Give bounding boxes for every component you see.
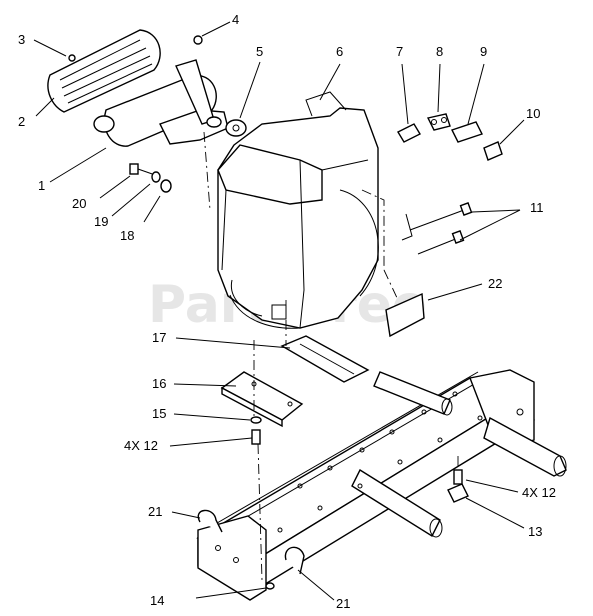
callout-13: 13: [528, 524, 542, 539]
callout-21-lower: 21: [336, 596, 350, 611]
shield: [280, 335, 370, 383]
engine: [217, 91, 379, 329]
callout-2: 2: [18, 114, 25, 129]
engine-bolts: [401, 202, 473, 255]
callout-17: 17: [152, 330, 166, 345]
muffler-guard: [47, 29, 161, 113]
fuel-fittings: [397, 113, 503, 161]
washer-15: [250, 416, 262, 424]
callout-11: 11: [530, 200, 544, 215]
callout-7: 7: [396, 44, 403, 59]
mount-plate: [220, 371, 304, 428]
callout-3: 3: [18, 32, 25, 47]
callout-4: 4: [232, 12, 239, 27]
callout-1: 1: [38, 178, 45, 193]
callout-21-upper: 21: [148, 504, 162, 519]
callout-16: 16: [152, 376, 166, 391]
callout-5: 5: [256, 44, 263, 59]
bolt-12: [251, 429, 261, 445]
bolt-assembly-18-20: [129, 163, 172, 193]
callout-labels: 3 2 1 4 5 6 7 8 9 10 11 22 20 19 18 17 1…: [18, 12, 556, 611]
callout-8: 8: [436, 44, 443, 59]
bolt-13: [447, 469, 469, 503]
callout-22: 22: [488, 276, 502, 291]
clamp-21-lower: [284, 546, 305, 575]
screw-3: [68, 54, 76, 62]
callout-19: 19: [94, 214, 108, 229]
nut-4: [193, 35, 203, 45]
callout-18: 18: [120, 228, 134, 243]
exhaust-gasket: [206, 116, 247, 137]
chassis-frame: [196, 369, 567, 601]
callout-9: 9: [480, 44, 487, 59]
callout-4x12-right: 4X 12: [522, 485, 556, 500]
callout-4x12-left: 4X 12: [124, 438, 158, 453]
callout-14: 14: [150, 593, 164, 608]
leader-lines: [33, 21, 525, 601]
nut-14: [265, 582, 275, 590]
callout-20: 20: [72, 196, 86, 211]
callout-15: 15: [152, 406, 166, 421]
callout-10: 10: [526, 106, 540, 121]
decal: [385, 292, 425, 338]
callout-6: 6: [336, 44, 343, 59]
rail-holes: [215, 391, 524, 563]
